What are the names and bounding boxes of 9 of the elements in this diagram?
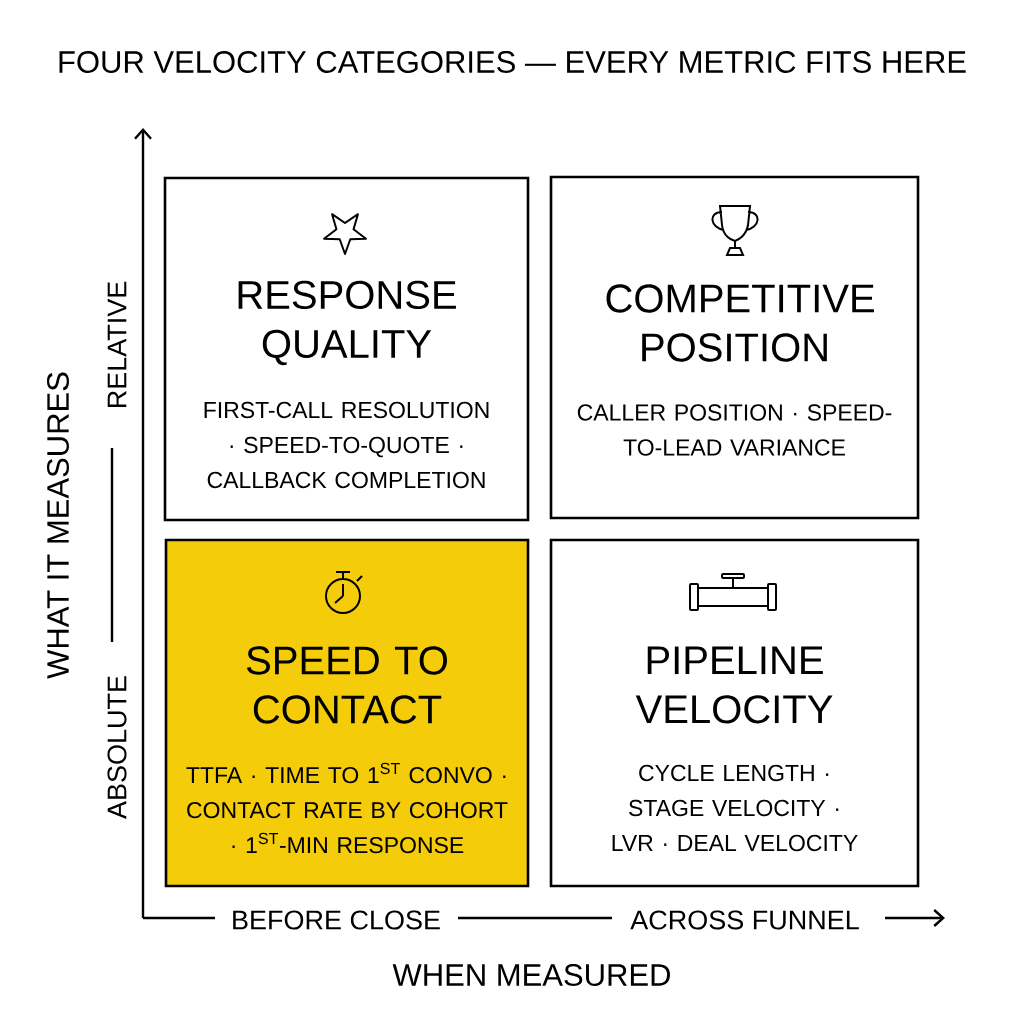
axis-title: WHAT IT MEASURES <box>47 372 69 679</box>
quadrant-box: SPEED TO CONTACT TTFA · TIME TO 1$^{ST}$ CONVO · CONTACT RATE BY COHORT · 1$^{ST}$-MIN RESPONSE <box>164 538 530 888</box>
title: FOUR VELOCITY CATEGORIES — EVERY METRIC FITS HERE <box>59 51 966 73</box>
quadrant-box: RESPONSE QUALITY FIRST-CALL RESOLUTION · SPEED-TO-QUOTE · CALLBACK COMPLETION <box>163 176 530 522</box>
axis-title: WHEN MEASURED <box>392 964 670 986</box>
axis-label: RELATIVE <box>107 281 127 408</box>
quadrant-box: COMPETITIVE POSITION CALLER POSITION · SPEED-TO-LEAD VARIANCE <box>549 175 920 520</box>
quadrant-box: PIPELINE VELOCITY CYCLE LENGTH · STAGE VELOCITY · LVR · DEAL VELOCITY <box>549 538 920 888</box>
axis-label: ABSOLUTE <box>107 676 127 819</box>
